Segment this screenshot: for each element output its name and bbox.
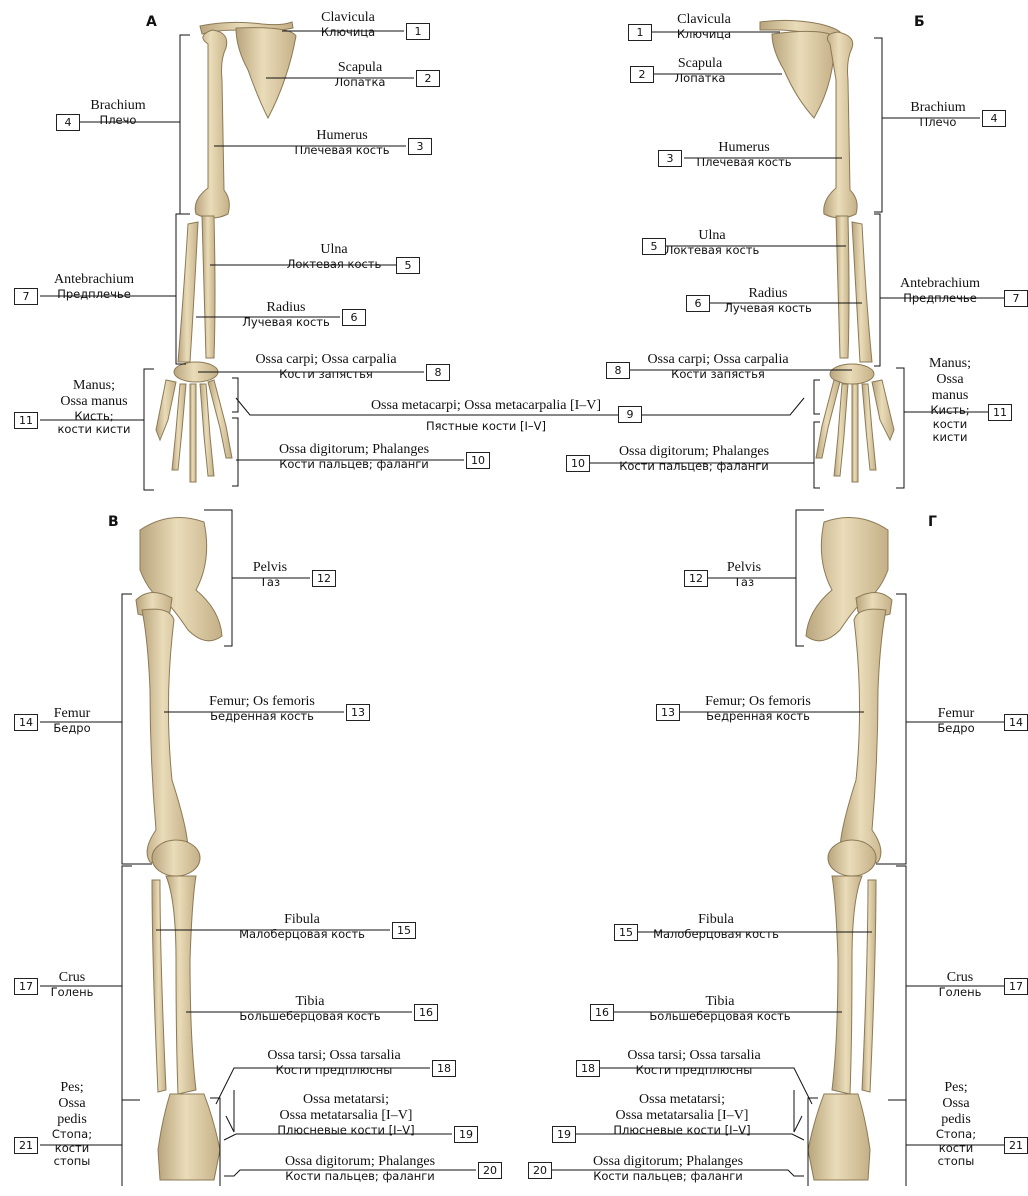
number-box-21-g: 21 bbox=[1004, 1137, 1028, 1154]
number-box-14-v: 14 bbox=[14, 714, 38, 731]
number-box-9: 9 bbox=[618, 406, 642, 423]
number-box-7-a: 7 bbox=[14, 288, 38, 305]
label-metatarsus-v: Ossa metatarsi;Ossa metatarsalia [I–V]Пл… bbox=[277, 1092, 414, 1137]
number-box-6-a: 6 bbox=[342, 309, 366, 326]
label-metacarpus-ru: Пястные кости [I–V] bbox=[426, 420, 546, 433]
number-box-5-b: 5 bbox=[642, 238, 666, 255]
number-box-19-v: 19 bbox=[454, 1126, 478, 1143]
number-box-15-g: 15 bbox=[614, 924, 638, 941]
number-box-2-a: 2 bbox=[416, 70, 440, 87]
panel-label-g: Г bbox=[928, 514, 937, 530]
number-box-17-g: 17 bbox=[1004, 978, 1028, 995]
number-box-1-b: 1 bbox=[628, 24, 652, 41]
panel-label-v: В bbox=[108, 514, 119, 530]
leg-illustration-g bbox=[806, 518, 892, 1181]
number-box-4-a: 4 bbox=[56, 114, 80, 131]
panel-label-b: Б bbox=[914, 14, 925, 30]
number-box-5-a: 5 bbox=[396, 257, 420, 274]
leg-illustration-v bbox=[136, 518, 222, 1181]
number-box-12-v: 12 bbox=[312, 570, 336, 587]
number-box-8-b: 8 bbox=[606, 362, 630, 379]
number-box-11-a: 11 bbox=[14, 412, 38, 429]
number-box-8-a: 8 bbox=[426, 364, 450, 381]
number-box-3-b: 3 bbox=[658, 150, 682, 167]
number-box-20-v: 20 bbox=[478, 1162, 502, 1179]
number-box-16-v: 16 bbox=[414, 1004, 438, 1021]
number-box-11-b: 11 bbox=[988, 404, 1012, 421]
number-box-4-b: 4 bbox=[982, 110, 1006, 127]
number-box-6-b: 6 bbox=[686, 295, 710, 312]
number-box-13-g: 13 bbox=[656, 704, 680, 721]
number-box-20-g: 20 bbox=[528, 1162, 552, 1179]
label-metacarpus: Ossa metacarpi; Ossa metacarpalia [I–V] bbox=[371, 398, 601, 414]
number-box-12-g: 12 bbox=[684, 570, 708, 587]
number-box-18-v: 18 bbox=[432, 1060, 456, 1077]
number-box-1-a: 1 bbox=[406, 23, 430, 40]
number-box-2-b: 2 bbox=[630, 66, 654, 83]
number-box-21-v: 21 bbox=[14, 1137, 38, 1154]
number-box-16-g: 16 bbox=[590, 1004, 614, 1021]
arm-illustration-a bbox=[156, 22, 296, 482]
number-box-13-v: 13 bbox=[346, 704, 370, 721]
number-box-15-v: 15 bbox=[392, 922, 416, 939]
arm-illustration-b bbox=[760, 20, 894, 482]
number-box-19-g: 19 bbox=[552, 1126, 576, 1143]
panel-label-a: А bbox=[146, 14, 157, 30]
number-box-14-g: 14 bbox=[1004, 714, 1028, 731]
number-box-10-a: 10 bbox=[466, 452, 490, 469]
label-metatarsus-g: Ossa metatarsi;Ossa metatarsalia [I–V]Пл… bbox=[613, 1092, 750, 1137]
number-box-18-g: 18 bbox=[576, 1060, 600, 1077]
number-box-10-b: 10 bbox=[566, 455, 590, 472]
number-box-7-b: 7 bbox=[1004, 290, 1028, 307]
number-box-3-a: 3 bbox=[408, 138, 432, 155]
number-box-17-v: 17 bbox=[14, 978, 38, 995]
